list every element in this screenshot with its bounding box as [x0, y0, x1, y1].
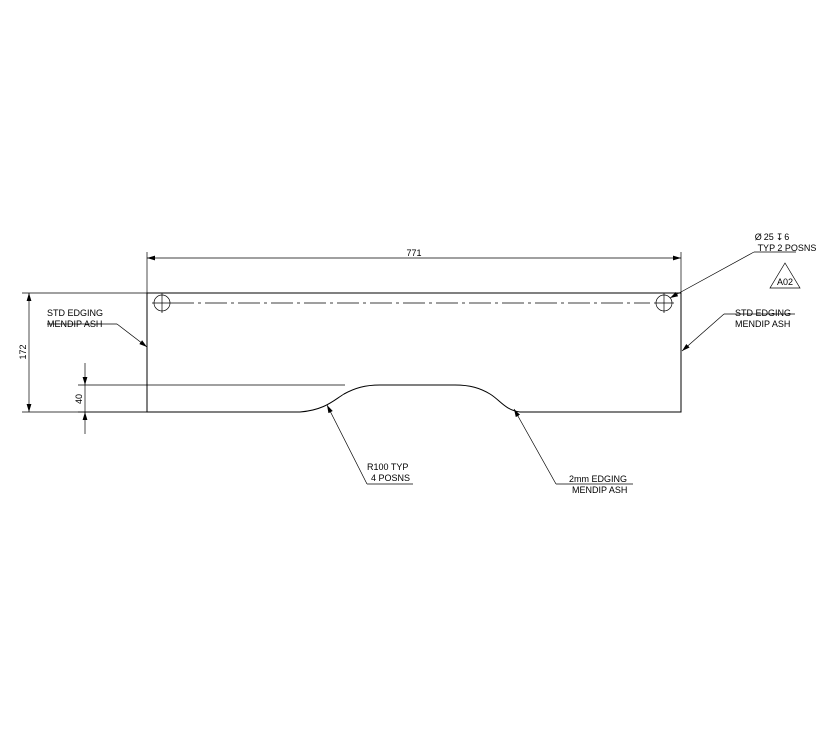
panel-outline [146, 292, 682, 413]
radius-note: R100 TYP 4 POSNS [326, 404, 413, 485]
svg-text:R100 TYP: R100 TYP [367, 462, 408, 472]
revision-triangle: A02 [769, 262, 801, 289]
notch-depth-dimension: 40 [74, 363, 345, 434]
svg-text:STD EDGING: STD EDGING [735, 308, 791, 318]
notch-depth-text: 40 [74, 394, 84, 404]
hole-right [654, 293, 674, 313]
hole-callout-qty: TYP 2 POSNS [758, 243, 817, 253]
svg-text:MENDIP ASH: MENDIP ASH [572, 485, 627, 495]
width-dimension: 771 [146, 248, 682, 293]
right-edging-note: STD EDGING MENDIP ASH [681, 308, 795, 352]
svg-text:STD EDGING: STD EDGING [47, 308, 103, 318]
bottom-edging-note: 2mm EDGING MENDIP ASH [513, 408, 633, 495]
svg-text:MENDIP ASH: MENDIP ASH [735, 319, 790, 329]
width-dimension-text: 771 [406, 248, 421, 258]
hole-left [152, 293, 172, 313]
height-dimension-text: 172 [18, 344, 28, 359]
left-edging-note: STD EDGING MENDIP ASH [47, 308, 148, 348]
revision-text: A02 [777, 277, 793, 287]
svg-text:4 POSNS: 4 POSNS [371, 473, 410, 483]
svg-text:2mm EDGING: 2mm EDGING [569, 474, 627, 484]
